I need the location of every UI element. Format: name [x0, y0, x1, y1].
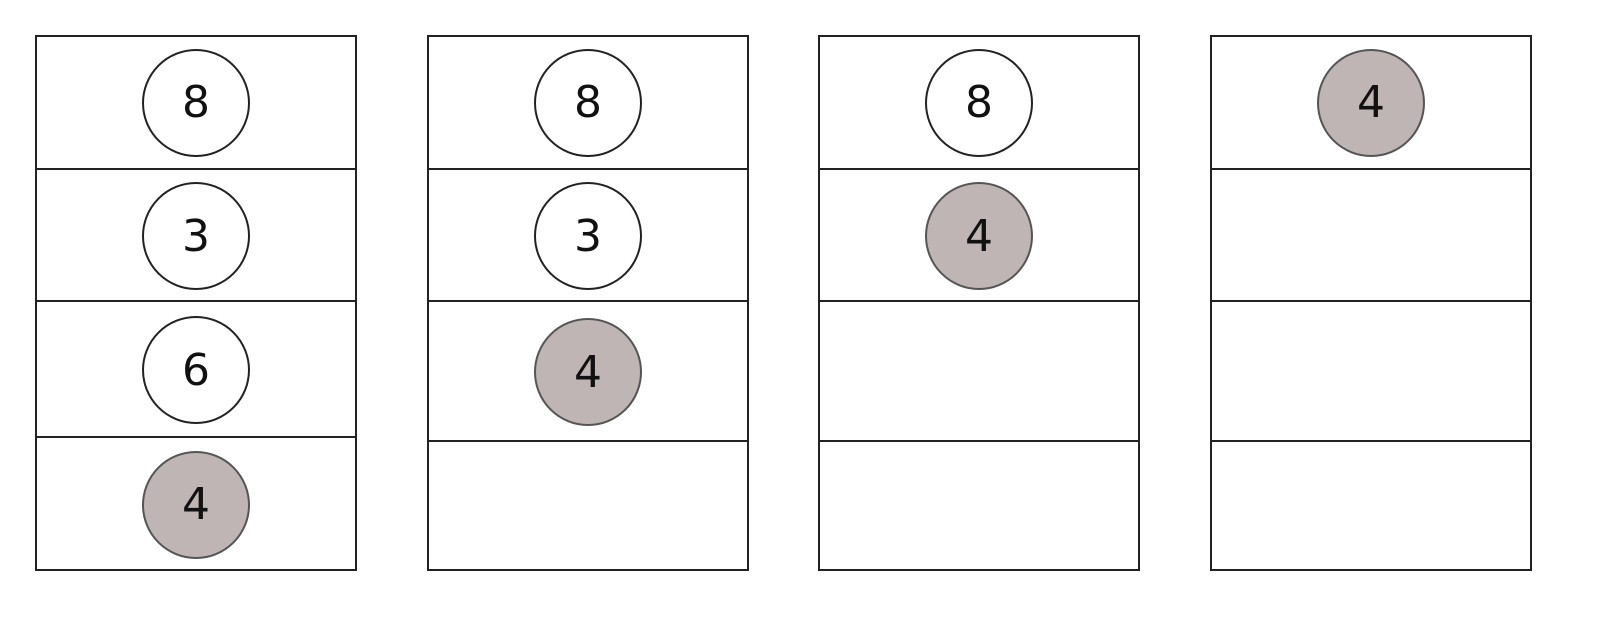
stack-slot-empty [429, 440, 747, 571]
stack-2: 8 3 4 [427, 35, 749, 571]
stack-slot-empty [820, 440, 1138, 571]
stack-slot: 4 [1212, 37, 1530, 168]
stack-slot: 6 [37, 300, 355, 438]
stack-4: 4 [1210, 35, 1532, 571]
stack-slot: 8 [37, 37, 355, 168]
stack-node: 3 [534, 182, 642, 290]
stack-3: 8 4 [818, 35, 1140, 571]
stack-slot-empty [820, 300, 1138, 442]
stack-node: 8 [142, 48, 250, 157]
stack-slot: 8 [820, 37, 1138, 168]
stack-1: 8 3 6 4 [35, 35, 357, 571]
stack-slot: 4 [820, 168, 1138, 302]
stack-slot: 8 [429, 37, 747, 168]
stack-slot: 4 [429, 300, 747, 442]
stack-slot-empty [1212, 440, 1530, 571]
stack-node: 3 [142, 182, 250, 290]
stack-node: 6 [142, 316, 250, 424]
stack-slot-empty [1212, 300, 1530, 442]
stack-slot: 3 [429, 168, 747, 302]
stack-node-highlighted: 4 [1317, 48, 1425, 157]
stack-slot: 3 [37, 168, 355, 302]
stack-node-highlighted: 4 [142, 450, 250, 559]
stack-node: 8 [534, 48, 642, 157]
stack-slot-empty [1212, 168, 1530, 302]
stack-node-highlighted: 4 [534, 318, 642, 426]
stack-slot: 4 [37, 436, 355, 571]
stack-node-highlighted: 4 [925, 182, 1033, 290]
stack-node: 8 [925, 48, 1033, 157]
